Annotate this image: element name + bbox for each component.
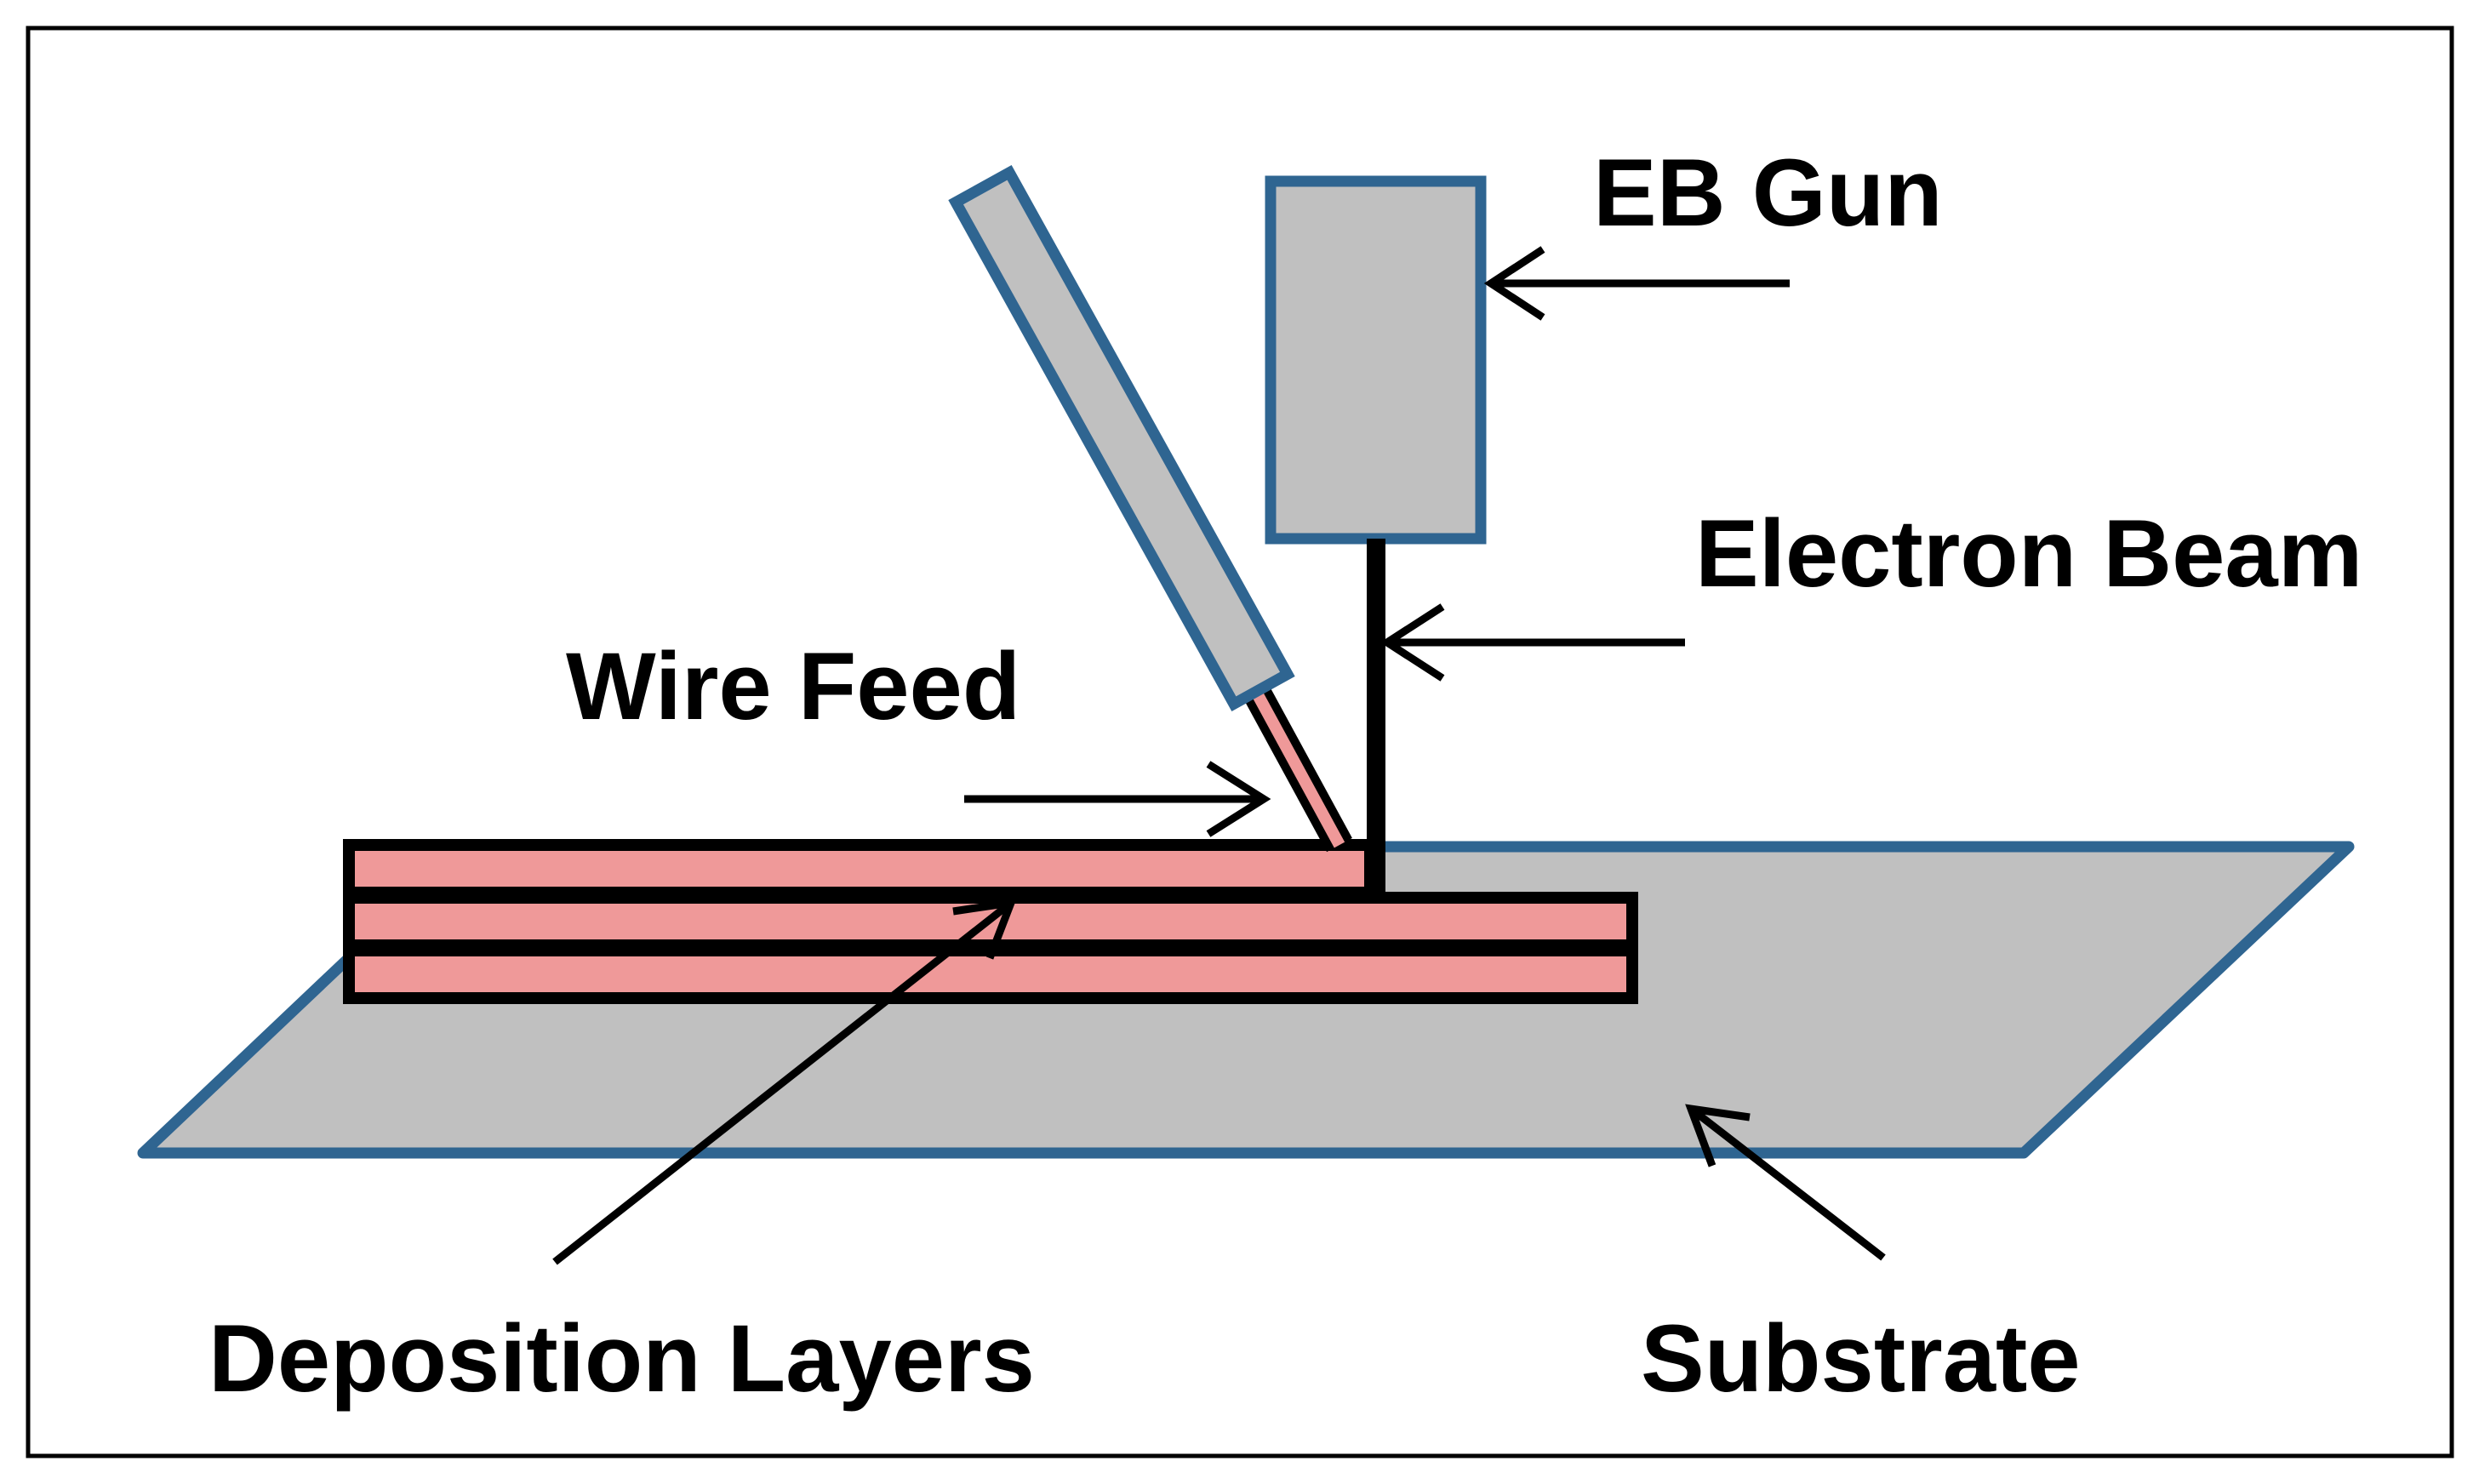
wire-feed-nozzle: [948, 164, 1295, 712]
eb-gun-body: [1265, 175, 1487, 545]
label-eb-gun: EB Gun: [1593, 140, 1943, 246]
arrow-deposition-layers: [552, 898, 1017, 1265]
wire: [1243, 684, 1352, 853]
label-substrate: Substrate: [1641, 1305, 2081, 1412]
deposition-layer-top: [343, 839, 1376, 899]
label-deposition-layers: Deposition Layers: [208, 1305, 1035, 1412]
label-electron-beam: Electron Beam: [1695, 500, 2362, 607]
diagram-frame: [26, 26, 2454, 1458]
arrow-wire-feed: [964, 761, 1271, 837]
arrow-electron-beam: [1379, 603, 1685, 682]
arrow-eb-gun: [1483, 246, 1790, 321]
label-wire-feed: Wire Feed: [566, 633, 1020, 739]
arrow-substrate: [1685, 1104, 1886, 1261]
